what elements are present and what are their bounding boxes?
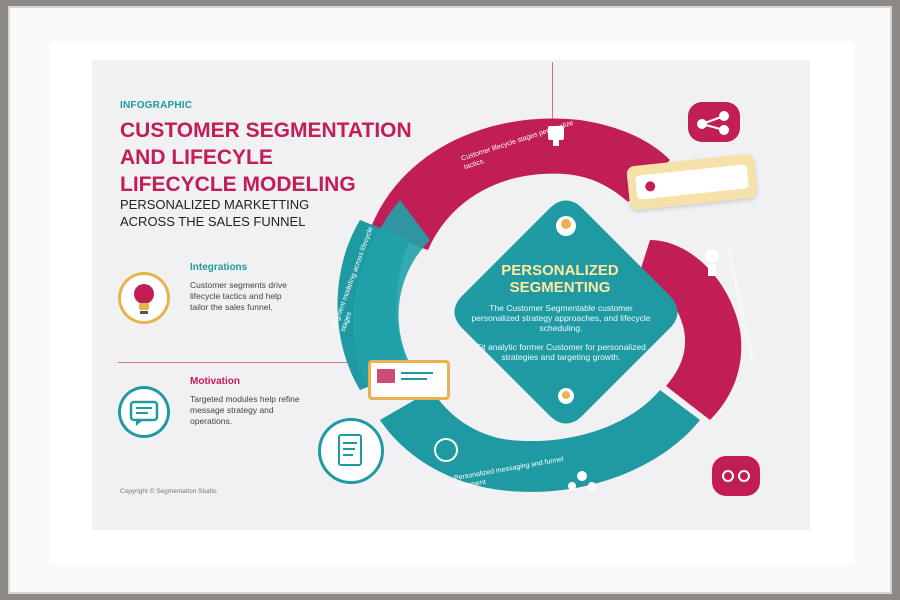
location-pin-icon xyxy=(558,388,574,404)
people-network-icon xyxy=(688,102,740,142)
lightbulb-icon xyxy=(118,272,170,324)
lightbulb-icon xyxy=(556,216,576,236)
card-heading: Integrations xyxy=(190,262,248,273)
center-paragraph-2: Fit analytic former Customer for persona… xyxy=(476,342,646,362)
subtitle-line-1: PERSONALIZED MARKETTING xyxy=(120,197,310,212)
title-line-1: CUSTOMER SEGMENTATION xyxy=(120,119,412,142)
lifecycle-ring xyxy=(337,118,742,492)
arc-left-outer xyxy=(353,200,430,390)
card-heading: Motivation xyxy=(190,376,240,387)
people-icon xyxy=(712,456,760,496)
section-divider xyxy=(118,362,438,363)
guide-line xyxy=(552,62,553,122)
chat-bubble-icon xyxy=(118,386,170,438)
center-title-line-2: SEGMENTING xyxy=(509,279,611,296)
trophy-icon xyxy=(548,126,564,146)
title-line-2: AND LIFECYLE xyxy=(120,146,273,169)
arc-right xyxy=(636,240,742,420)
tag-card xyxy=(626,153,758,211)
center-paragraph-1: The Customer Segmentable customer person… xyxy=(471,303,651,333)
center-title-line-1: PERSONALIZED xyxy=(501,262,619,279)
center-diamond xyxy=(454,200,678,424)
arc-top xyxy=(370,118,670,251)
subtitle-line-2: ACROSS THE SALES FUNNEL xyxy=(120,214,306,229)
document-icon xyxy=(318,418,384,484)
card-body: Customer segments drive lifecycle tactic… xyxy=(190,280,287,312)
people-icon xyxy=(568,471,596,490)
card-body: Targeted modules help refine message str… xyxy=(190,394,300,426)
arc-bottom xyxy=(380,390,700,492)
title-line-3: LIFECYCLE MODELING xyxy=(120,173,356,196)
center-title: PERSONALIZED SEGMENTING xyxy=(470,262,650,296)
poster-label: INFOGRAPHIC xyxy=(120,100,193,111)
laptop-icon xyxy=(368,360,450,400)
page-title: CUSTOMER SEGMENTATION AND LIFECYLE LIFEC… xyxy=(120,117,450,198)
person-icon xyxy=(705,249,719,276)
chat-icon xyxy=(434,438,458,462)
footer-credit: Copyright © Segmentation Studio xyxy=(120,488,217,495)
subtitle: PERSONALIZED MARKETTING ACROSS THE SALES… xyxy=(120,196,360,230)
